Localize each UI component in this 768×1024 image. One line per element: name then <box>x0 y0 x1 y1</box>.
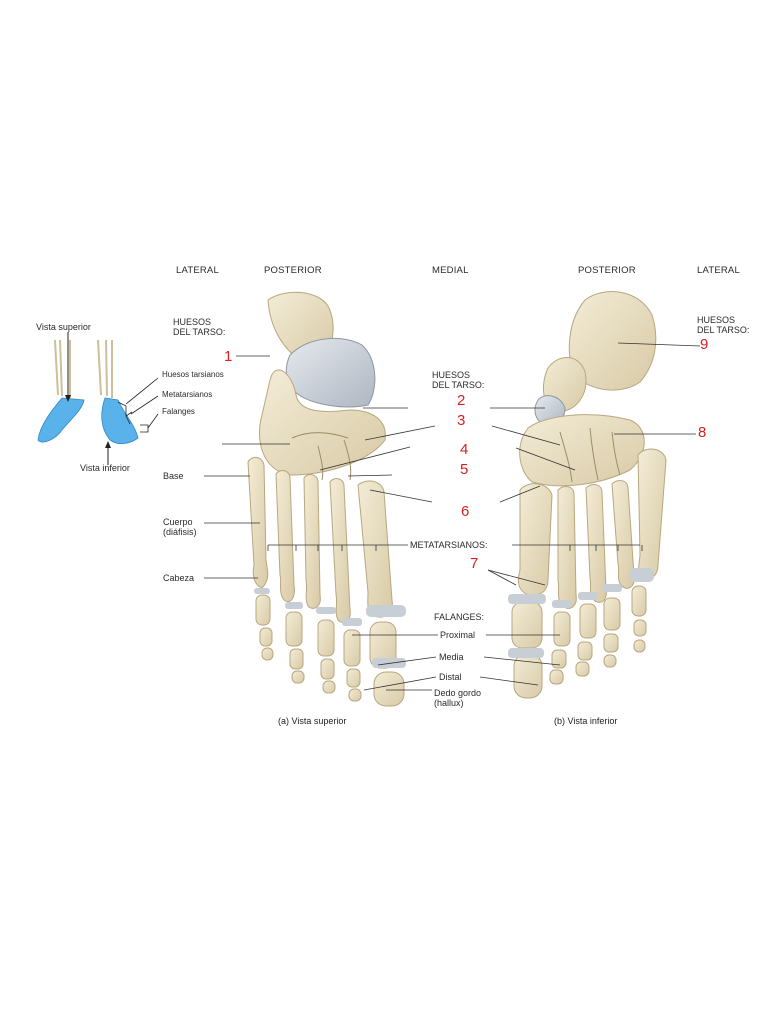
foot-superior-view <box>247 291 406 707</box>
label-dedo-gordo: Dedo gordo (hallux) <box>434 688 482 708</box>
number-5: 5 <box>460 461 469 478</box>
inset-feet-illustration <box>37 332 159 465</box>
foot-inferior-view <box>508 291 667 699</box>
label-distal: Distal <box>439 672 462 682</box>
header-posterior-left: POSTERIOR <box>264 265 322 276</box>
label-huesos-tarso-right: HUESOS DEL TARSO: <box>697 315 750 335</box>
label-cabeza: Cabeza <box>163 573 195 583</box>
number-8: 8 <box>698 424 707 441</box>
label-cuerpo: Cuerpo (diáfisis) <box>163 517 197 537</box>
label-falanges: FALANGES: <box>434 612 485 622</box>
number-3: 3 <box>457 412 466 429</box>
inset-huesos-tarsianos: Huesos tarsianos <box>162 370 224 379</box>
inset-vista-superior: Vista superior <box>36 322 91 332</box>
header-lateral-left: LATERAL <box>176 265 219 276</box>
header-posterior-right: POSTERIOR <box>578 265 636 276</box>
number-7: 7 <box>470 555 479 572</box>
caption-vista-inferior: (b) Vista inferior <box>554 716 618 726</box>
number-1: 1 <box>224 348 233 365</box>
label-metatarsianos: METATARSIANOS: <box>410 540 488 550</box>
inset-vista-inferior: Vista inferior <box>80 463 130 473</box>
number-9: 9 <box>700 336 709 353</box>
label-proximal: Proximal <box>440 630 476 640</box>
label-base: Base <box>163 471 184 481</box>
label-media: Media <box>439 652 464 662</box>
header-medial: MEDIAL <box>432 265 469 276</box>
label-huesos-tarso-left: HUESOS DEL TARSO: <box>173 317 226 337</box>
caption-vista-superior: (a) Vista superior <box>278 716 347 726</box>
number-6: 6 <box>461 503 470 520</box>
label-huesos-tarso-center: HUESOS DEL TARSO: <box>432 370 485 390</box>
header-lateral-right: LATERAL <box>697 265 740 276</box>
number-4: 4 <box>460 441 469 458</box>
inset-falanges: Falanges <box>162 407 195 416</box>
leader-lines <box>204 342 701 691</box>
number-2: 2 <box>457 392 466 409</box>
inset-metatarsianos: Metatarsianos <box>162 390 213 399</box>
